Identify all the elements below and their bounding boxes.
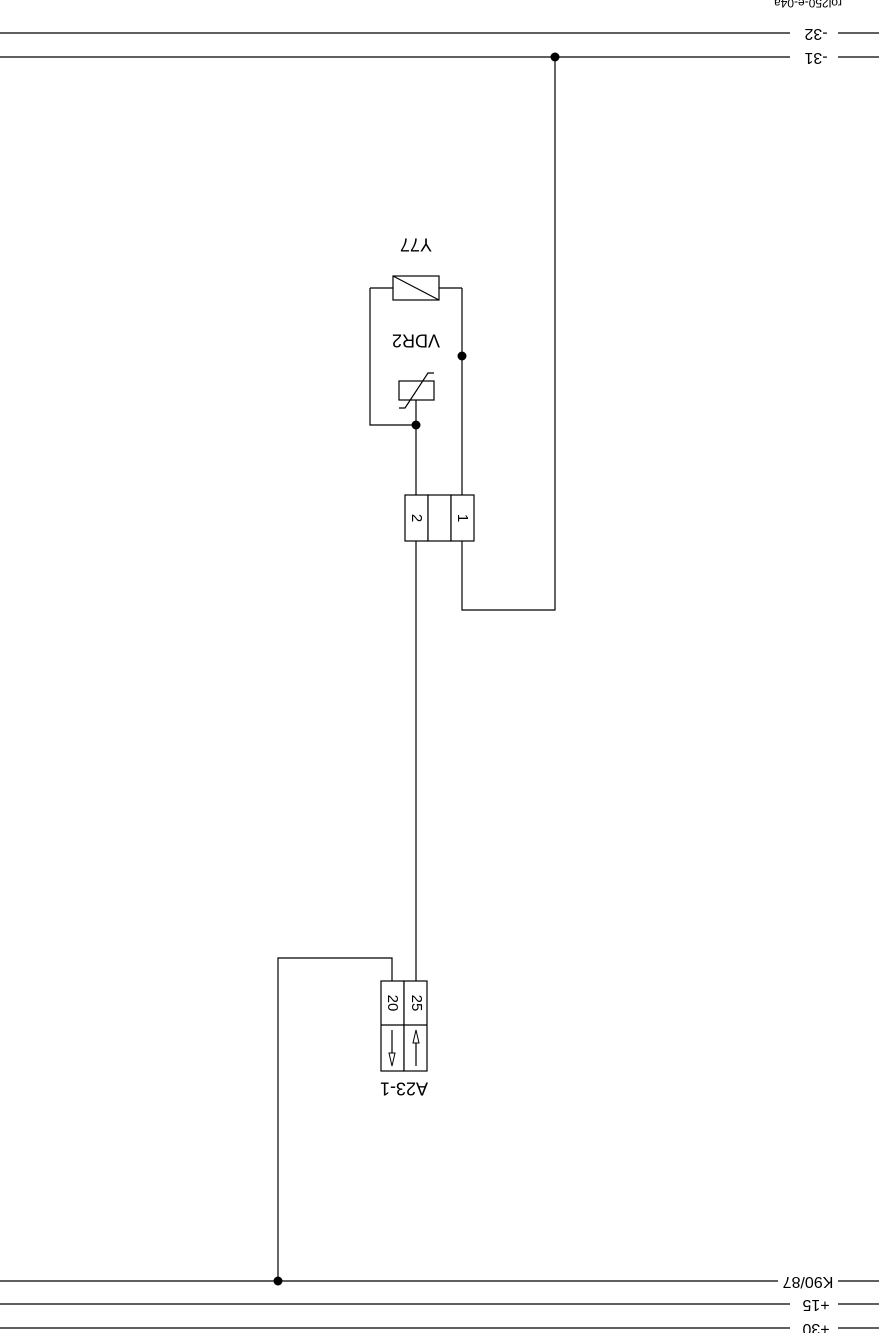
wire-ground <box>461 52 560 611</box>
rail-label-k90-87: K90/87 <box>783 1273 834 1290</box>
rail-plus-15: +15 <box>0 1296 879 1313</box>
arrow-up-head-icon <box>412 1029 420 1044</box>
connector-cell-1 <box>450 494 475 542</box>
junction-dot-vdr-left <box>411 420 421 430</box>
rail-label-plus-30: +30 <box>802 1320 829 1333</box>
module-pin-20: 20 <box>384 995 401 1012</box>
junction-dot-k90-87 <box>273 1276 283 1286</box>
rail-label-plus-15: +15 <box>802 1296 829 1313</box>
varistor-label: VDR2 <box>392 330 440 350</box>
rail-k90-87: K90/87 <box>0 1273 879 1290</box>
solenoid-y77: Y77 <box>370 234 462 301</box>
arrow-down-head-icon <box>388 1052 396 1067</box>
rail-plus-30: +30 <box>0 1320 879 1333</box>
rail-minus-31: -31 <box>0 49 879 66</box>
module-pin-cell-25 <box>403 980 428 1072</box>
solenoid-label: Y77 <box>400 234 432 254</box>
module-a23-1: 20 25 A23-1 <box>380 980 428 1098</box>
connector-cell-empty <box>427 494 452 542</box>
varistor-vdr2: VDR2 <box>392 330 440 425</box>
connector-block: 2 1 <box>404 494 475 542</box>
rail-minus-32: -32 <box>0 25 879 42</box>
connector-pin-1: 1 <box>454 514 471 522</box>
junction-dot-minus-31 <box>550 52 560 62</box>
rail-label-minus-32: -32 <box>804 25 827 42</box>
rail-label-minus-31: -31 <box>804 49 827 66</box>
module-label: A23-1 <box>380 1078 428 1098</box>
drawing-id: rol250-e-04a <box>774 0 842 10</box>
wire-block-left <box>369 288 416 426</box>
connector-pin-2: 2 <box>408 514 425 522</box>
junction-dot-vdr-right <box>457 351 467 361</box>
module-pin-25: 25 <box>408 995 425 1012</box>
wire-supply <box>277 957 393 1281</box>
